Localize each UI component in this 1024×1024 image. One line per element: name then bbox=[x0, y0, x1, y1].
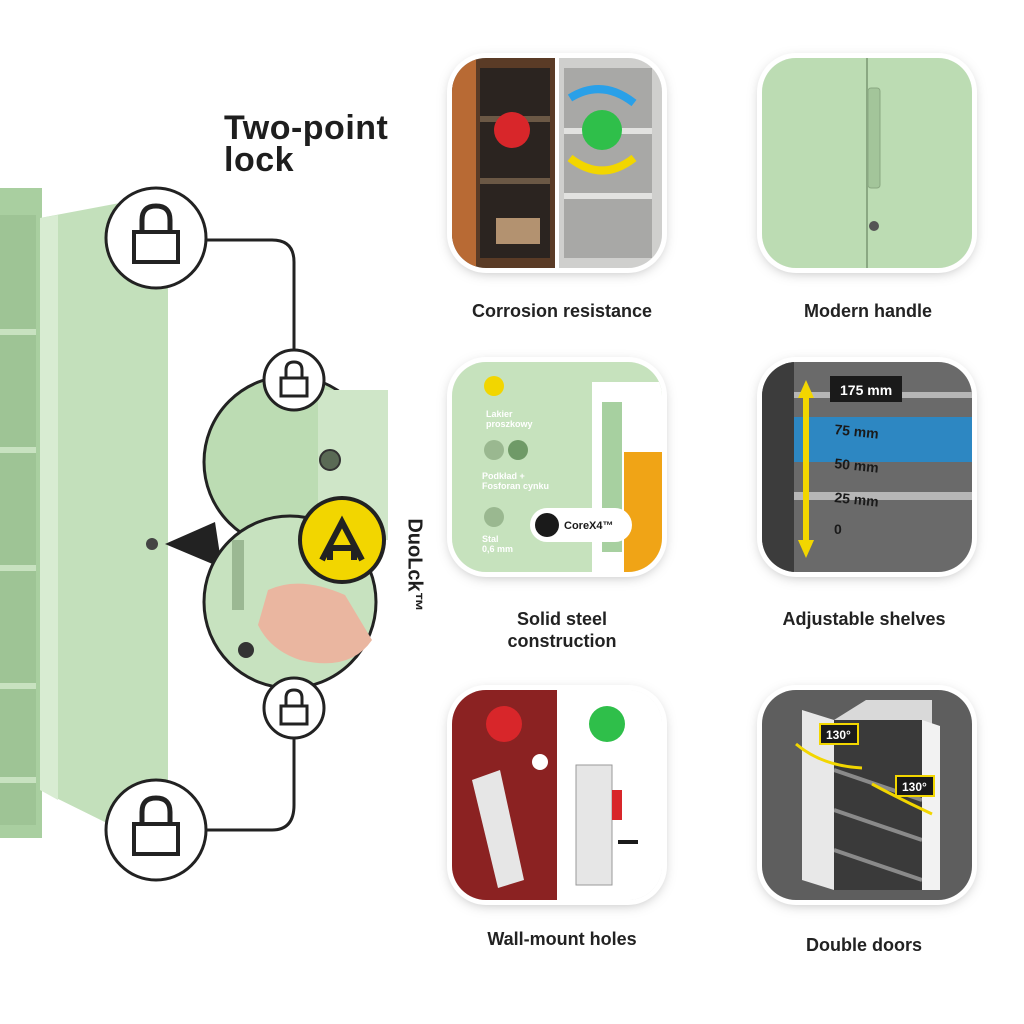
wall-happy-face-icon bbox=[589, 706, 625, 742]
tile-wall-mount bbox=[452, 690, 662, 900]
right-door bbox=[922, 720, 940, 890]
caption-modern-handle: Modern handle bbox=[803, 301, 932, 321]
shelf-50-label: 50 mm bbox=[834, 455, 880, 476]
cabinet-door bbox=[40, 202, 168, 836]
layer1b-label: proszkowy bbox=[486, 419, 533, 429]
padlock-icon-bottom bbox=[104, 778, 208, 882]
padlock-icon-top bbox=[104, 186, 208, 290]
caption-adjustable-shelves: Adjustable shelves bbox=[782, 609, 946, 629]
duolock-text: DuoLck™ bbox=[403, 518, 426, 612]
shelf-25-label: 25 mm bbox=[834, 489, 880, 510]
lock-diagram bbox=[0, 186, 388, 882]
layer2-label: Podkład + bbox=[482, 471, 525, 481]
key-lock-icon bbox=[869, 221, 879, 231]
caption-solid-steel-line2: construction bbox=[507, 631, 617, 651]
tile-solid-steel: Lakier proszkowy Podkład + Fosforan cynk… bbox=[452, 362, 662, 572]
caption-double-doors: Double doors bbox=[806, 935, 922, 955]
layer2b-label: Fosforan cynku bbox=[482, 481, 549, 491]
wall-sad-face-icon bbox=[486, 706, 522, 742]
corex-label: CoreX4™ bbox=[564, 520, 614, 532]
caption-solid-steel: Solid steel construction bbox=[432, 608, 692, 652]
title-line-1: Two-point bbox=[224, 109, 389, 147]
layer3-label: Stal bbox=[482, 534, 499, 544]
duolock-label: DuoLck™ bbox=[402, 505, 426, 625]
caption-corrosion-resistance: Corrosion resistance bbox=[471, 301, 653, 321]
warning-icon bbox=[532, 754, 548, 770]
shelf-0-label: 0 bbox=[834, 521, 842, 537]
hand-illustration bbox=[258, 583, 372, 664]
page-title: Two-point lock bbox=[224, 109, 389, 179]
arrow-down-icon bbox=[798, 540, 814, 558]
shelf-top-label: 175 mm bbox=[840, 382, 892, 398]
corex-logo-icon bbox=[535, 513, 559, 537]
left-angle-label: 130° bbox=[826, 728, 851, 742]
happy-face-icon bbox=[582, 110, 622, 150]
right-angle-label: 130° bbox=[902, 780, 927, 794]
padlock-icon-upper-small bbox=[262, 348, 326, 412]
tipping-cabinet bbox=[472, 770, 524, 888]
tile-corrosion-resistance bbox=[452, 58, 662, 268]
padlock-icon-lower-small bbox=[262, 676, 326, 740]
shelf-75-label: 75 mm bbox=[834, 421, 880, 442]
title-line-2: lock bbox=[224, 141, 295, 179]
arrow-up-icon bbox=[798, 380, 814, 398]
layer1-label: Lakier bbox=[486, 409, 513, 419]
layer3b-label: 0,6 mm bbox=[482, 544, 513, 554]
tile-modern-handle bbox=[762, 58, 972, 268]
door-lock-cylinder bbox=[146, 538, 158, 550]
sad-face-icon bbox=[494, 112, 530, 148]
duolock-badge-icon bbox=[298, 496, 386, 584]
caption-wall-mount: Wall-mount holes bbox=[487, 929, 637, 949]
tile-double-doors: 130° 130° bbox=[762, 690, 972, 900]
tile-adjustable-shelves: 175 mm 75 mm 50 mm 25 mm 0 bbox=[762, 362, 972, 572]
caption-solid-steel-line1: Solid steel bbox=[516, 609, 608, 629]
